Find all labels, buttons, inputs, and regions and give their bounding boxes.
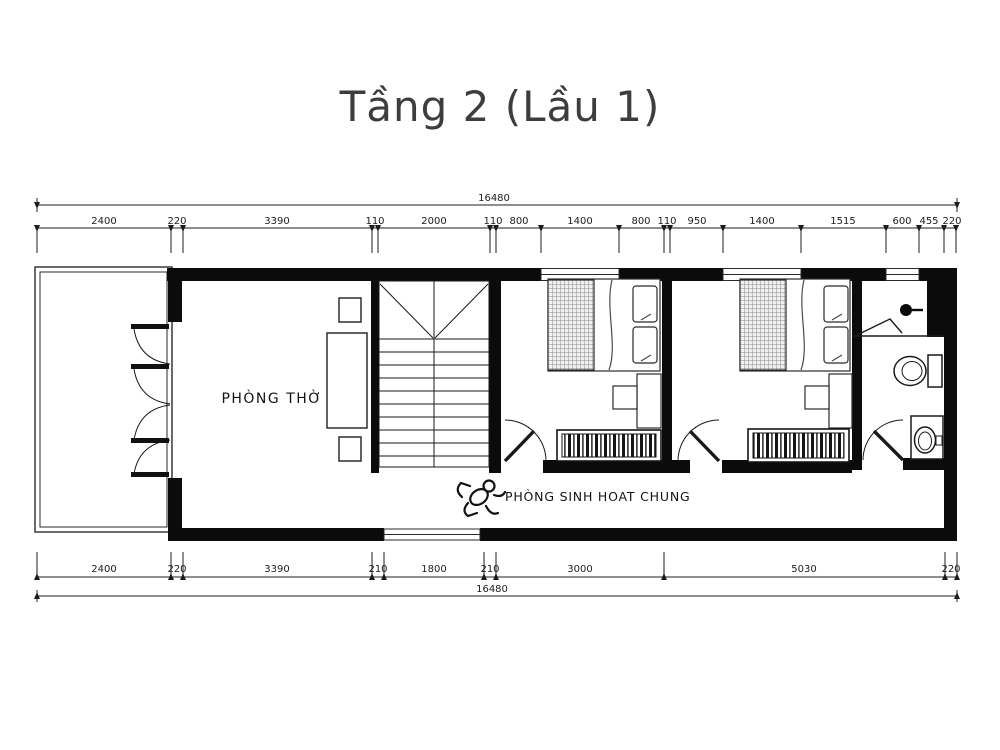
person-icon (456, 479, 507, 518)
svg-text:455: 455 (919, 216, 938, 227)
balcony (34, 266, 173, 533)
dimension-labels-top: 16480 2400 220 3390 110 2000 110 800 140… (91, 193, 961, 227)
common-room-label: PHÒNG SINH HOAT CHUNG (505, 489, 690, 504)
door-bathroom (862, 419, 905, 462)
svg-text:3000: 3000 (567, 564, 592, 575)
bed-1 (547, 278, 661, 372)
svg-text:110: 110 (483, 216, 502, 227)
dimension-chain-top (34, 198, 960, 253)
bed-1-pillow-bottom (632, 326, 658, 364)
shower-head-icon (900, 304, 912, 316)
bed-2-pillow-top (823, 285, 849, 323)
bed-1-pillow-top (632, 285, 658, 323)
dimension-chain-bottom (34, 552, 960, 602)
bed-1-blanket (547, 279, 595, 371)
door-bedroom-2 (677, 419, 721, 463)
common-room: PHÒNG SINH HOAT CHUNG (456, 479, 690, 518)
svg-text:220: 220 (167, 216, 186, 227)
svg-text:950: 950 (687, 216, 706, 227)
svg-text:220: 220 (942, 216, 961, 227)
svg-text:2000: 2000 (421, 216, 446, 227)
nightstand-2 (804, 373, 853, 429)
dimension-labels-bottom: 2400 220 3390 210 1800 210 3000 5030 220… (91, 564, 960, 595)
altar-table (326, 297, 368, 462)
svg-text:3390: 3390 (264, 564, 289, 575)
bedroom-1 (503, 278, 662, 463)
wardrobe-1 (556, 429, 662, 462)
svg-text:220: 220 (941, 564, 960, 575)
svg-text:1800: 1800 (421, 564, 446, 575)
nightstand-1 (612, 373, 662, 429)
door-bedroom-1 (503, 419, 547, 463)
svg-text:3390: 3390 (264, 216, 289, 227)
toilet-icon (893, 354, 943, 388)
shower (856, 304, 923, 336)
dim-bottom-total: 16480 (476, 584, 508, 595)
svg-text:800: 800 (509, 216, 528, 227)
svg-text:220: 220 (167, 564, 186, 575)
sink-icon (910, 415, 944, 460)
svg-text:210: 210 (480, 564, 499, 575)
svg-text:2400: 2400 (91, 564, 116, 575)
svg-text:210: 210 (368, 564, 387, 575)
bed-2 (739, 278, 851, 372)
shower-screen (856, 318, 903, 336)
bathroom (852, 304, 944, 462)
bed-2-blanket (739, 279, 787, 371)
svg-text:1400: 1400 (749, 216, 774, 227)
worship-room: PHÒNG THỜ (221, 297, 368, 462)
svg-text:110: 110 (365, 216, 384, 227)
svg-text:1515: 1515 (830, 216, 855, 227)
page-title: Tầng 2 (Lầu 1) (339, 82, 661, 131)
svg-text:1400: 1400 (567, 216, 592, 227)
svg-text:800: 800 (631, 216, 650, 227)
worship-room-label: PHÒNG THỜ (221, 389, 322, 407)
wardrobe-2 (747, 428, 850, 463)
svg-text:2400: 2400 (91, 216, 116, 227)
balcony-folding-doors (131, 324, 171, 477)
dim-top-total: 16480 (478, 193, 510, 204)
altar-stool-bottom (338, 436, 362, 462)
folding-door-leaves (131, 324, 169, 477)
altar-stool-top (338, 297, 362, 323)
bed-2-pillow-bottom (823, 326, 849, 364)
svg-text:600: 600 (892, 216, 911, 227)
bedroom-2 (677, 278, 853, 463)
walls (167, 268, 957, 541)
stairs (378, 280, 490, 468)
svg-text:5030: 5030 (791, 564, 816, 575)
svg-text:110: 110 (657, 216, 676, 227)
